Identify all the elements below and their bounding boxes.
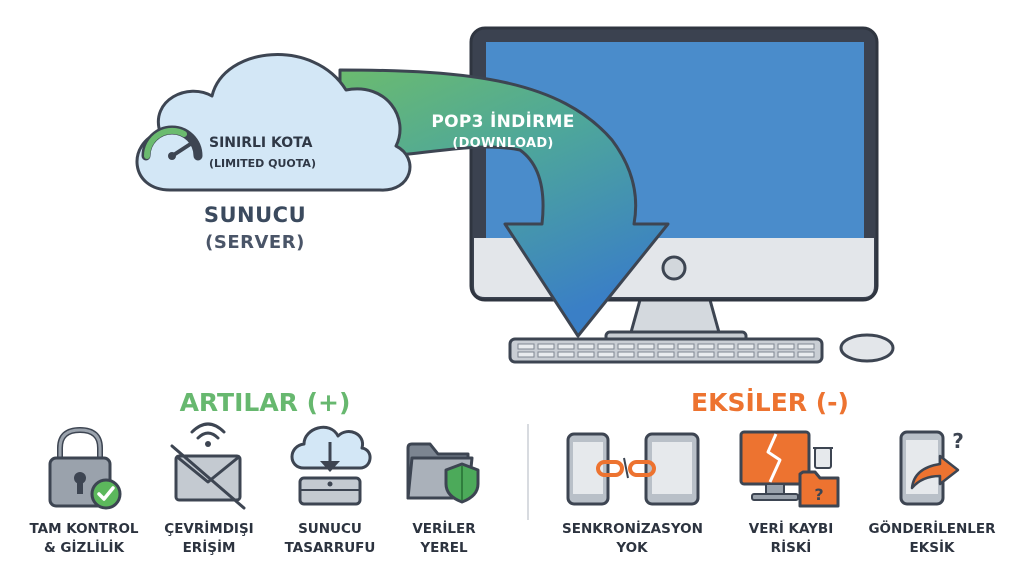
con-item-line1: SENKRONİZASYON	[562, 521, 703, 537]
quota-label: SINIRLI KOTA	[209, 135, 313, 151]
speedometer-gauge-icon	[141, 125, 203, 161]
con-item-label: SENKRONİZASYON YOK	[562, 520, 703, 558]
desktop-computer-icon	[469, 26, 895, 364]
padlock-check-icon	[48, 426, 122, 510]
pro-item-line2: TASARRUFU	[284, 540, 376, 556]
broken-sync-devices-icon	[566, 432, 700, 506]
server-cloud-icon	[135, 53, 412, 192]
flow-sublabel: (DOWNLOAD)	[452, 136, 554, 151]
mouse-icon	[839, 333, 895, 363]
phone-missing-sent-icon: ?	[899, 429, 964, 506]
svg-text:?: ?	[814, 485, 823, 504]
con-item-label: VERİ KAYBI RİSKİ	[721, 520, 861, 558]
pro-item-label: SUNUCU TASARRUFU	[260, 520, 400, 558]
cons-title: EKSİLER (-)	[691, 388, 849, 417]
flow-label: POP3 İNDİRME	[431, 112, 575, 132]
pro-item-line2: & GİZLİLİK	[43, 540, 125, 556]
pro-item-line2: ERİŞİM	[182, 540, 236, 556]
broken-monitor-data-loss-icon: ?	[739, 430, 840, 508]
con-item-line1: VERİ KAYBI	[748, 521, 834, 537]
offline-envelope-icon	[170, 422, 246, 510]
con-item-label: GÖNDERİLENLER EKSİK	[862, 520, 1002, 558]
pro-item-label: TAM KONTROL & GİZLİLİK	[14, 520, 154, 558]
server-title: SUNUCU	[203, 203, 307, 227]
cloud-download-drive-icon	[290, 425, 372, 506]
pro-item-line1: TAM KONTROL	[29, 521, 139, 537]
folder-shield-icon	[406, 442, 480, 504]
pro-item-label: VERİLER YEREL	[374, 520, 514, 558]
keyboard-icon	[508, 337, 824, 364]
pros-title: ARTILAR (+)	[179, 388, 351, 417]
con-item-line1: GÖNDERİLENLER	[868, 521, 996, 537]
con-item-line2: YOK	[616, 540, 648, 556]
pro-item-label: ÇEVRİMDIŞI ERİŞİM	[139, 520, 279, 558]
download-arrow-icon	[338, 68, 670, 338]
pro-item-line2: YEREL	[420, 540, 468, 556]
pro-item-line1: ÇEVRİMDIŞI	[164, 521, 254, 537]
pro-item-line1: VERİLER	[412, 521, 476, 537]
svg-text:?: ?	[952, 429, 964, 453]
con-item-line2: RİSKİ	[770, 540, 812, 556]
server-subtitle: (SERVER)	[205, 232, 305, 253]
con-item-line2: EKSİK	[909, 540, 955, 556]
pro-item-line1: SUNUCU	[298, 521, 362, 537]
quota-sublabel: (LIMITED QUOTA)	[209, 157, 316, 170]
